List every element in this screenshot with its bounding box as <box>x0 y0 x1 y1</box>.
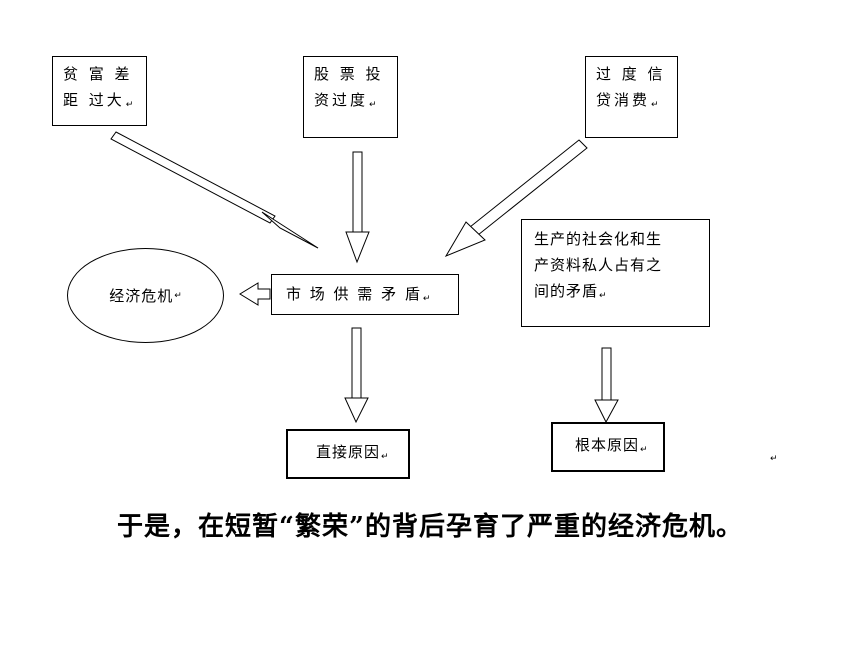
stray-paragraph-mark-icon: ↵ <box>770 454 778 464</box>
paragraph-mark-icon: ↵ <box>651 100 659 110</box>
node-economic-crisis: 经济危机↵ <box>67 248 224 343</box>
node-label: 直接原因 <box>316 443 381 461</box>
node-line: 贷消费 <box>596 91 651 109</box>
node-credit-consumption: 过 度 信 贷消费↵ <box>585 56 678 138</box>
paragraph-mark-icon: ↵ <box>381 452 389 462</box>
arrow-wealth-to-market <box>110 131 319 249</box>
caption: 于是，在短暂“繁荣”的背后孕育了严重的经济危机。 <box>117 512 743 542</box>
paragraph-mark-icon: ↵ <box>369 100 377 110</box>
node-line: 市 场 供 需 矛 盾 <box>286 285 422 303</box>
node-line: 生产的社会化和生 <box>534 230 663 248</box>
node-line: 距 过大 <box>63 91 125 109</box>
node-line: 过 度 信 <box>596 65 666 83</box>
node-wealth-gap: 贫 富 差 距 过大↵ <box>52 56 147 126</box>
node-line: 资过度 <box>314 91 369 109</box>
paragraph-mark-icon: ↵ <box>174 290 182 301</box>
node-line: 贫 富 差 <box>63 65 133 83</box>
arrow-contradiction-to-root-cause <box>594 347 619 424</box>
node-root-cause: 根本原因↵ <box>551 422 665 472</box>
node-label: 根本原因 <box>575 436 640 454</box>
paragraph-mark-icon: ↵ <box>599 291 607 301</box>
node-market-contradiction: 市 场 供 需 矛 盾↵ <box>271 274 459 315</box>
arrow-credit-to-market <box>444 139 588 258</box>
arrow-stock-to-market <box>345 151 370 264</box>
arrow-market-to-crisis <box>239 282 271 306</box>
arrow-market-to-direct-cause <box>344 327 369 424</box>
node-stock-speculation: 股 票 投 资过度↵ <box>303 56 398 138</box>
paragraph-mark-icon: ↵ <box>422 294 431 304</box>
node-label: 经济危机 <box>109 287 174 305</box>
node-social-private-contradiction: 生产的社会化和生 产资料私人占有之 间的矛盾↵ <box>521 219 710 327</box>
node-direct-cause: 直接原因↵ <box>286 429 410 479</box>
node-line: 间的矛盾 <box>534 282 599 300</box>
paragraph-mark-icon: ↵ <box>640 445 648 455</box>
node-line: 股 票 投 <box>314 65 384 83</box>
node-line: 产资料私人占有之 <box>534 256 663 274</box>
paragraph-mark-icon: ↵ <box>125 100 134 110</box>
